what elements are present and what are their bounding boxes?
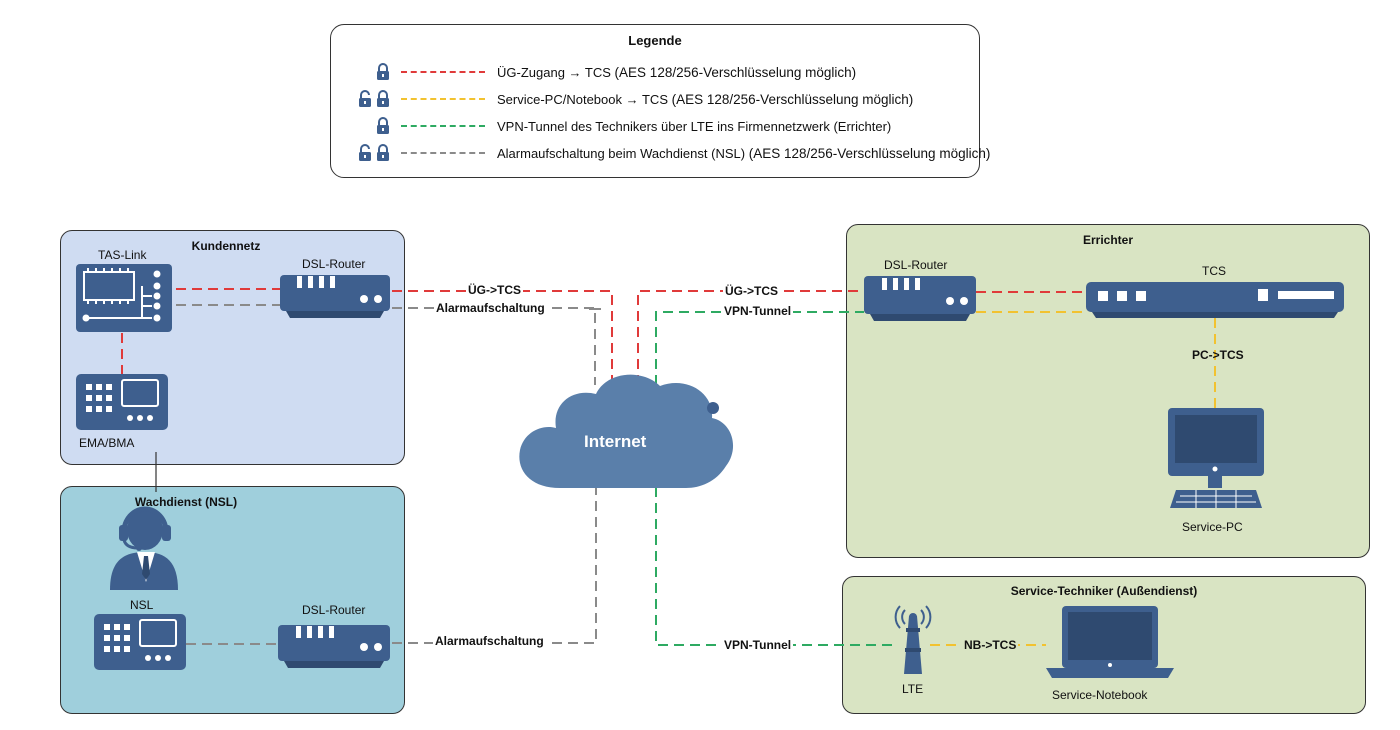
label-nsl: NSL (130, 598, 154, 612)
legend-title: Legende (628, 33, 682, 48)
label-tas-link: TAS-Link (98, 248, 147, 262)
green-line-internet-errichter (655, 311, 864, 385)
legend-item-ug-zugang: ÜG-Zugang → TCS (AES 128/256-Verschlüsse… (353, 61, 856, 83)
legend-text: VPN-Tunnel des Technikers über LTE ins F… (497, 118, 892, 134)
legend-line-red (401, 71, 485, 73)
legend-line-gray (401, 152, 485, 154)
lock-open-icon (359, 144, 371, 161)
label-dsl-router-kunde: DSL-Router (302, 257, 366, 271)
label-dsl-router-errichter: DSL-Router (884, 258, 948, 272)
label-ug-tcs-left: ÜG->TCS (466, 283, 524, 297)
gray-line-router-internet (392, 307, 596, 385)
label-service-notebook: Service-Notebook (1052, 688, 1148, 702)
dsl-router-kunde-icon (280, 275, 390, 318)
label-tcs: TCS (1202, 264, 1226, 278)
legend-line-yellow (401, 98, 485, 100)
operator-person-icon (110, 506, 178, 590)
lock-open-icon (359, 90, 371, 107)
legend-item-service-pc: Service-PC/Notebook → TCS (AES 128/256-V… (353, 88, 913, 110)
lte-tower-icon (894, 605, 932, 674)
label-ema-bma: EMA/BMA (79, 436, 135, 450)
label-nb-tcs: NB->TCS (962, 638, 1019, 652)
lock-closed-icon (377, 63, 389, 80)
nsl-device-icon (94, 614, 186, 670)
red-line-router-internet (392, 290, 613, 385)
service-notebook-icon (1046, 606, 1174, 678)
zone-title-errichter: Errichter (1082, 233, 1134, 247)
service-pc-icon (1168, 408, 1264, 508)
zone-wachdienst: Wachdienst (NSL) (60, 486, 405, 714)
lock-icon-group (353, 117, 391, 135)
zone-title-kundennetz: Kundennetz (191, 239, 261, 253)
lock-closed-icon (377, 144, 389, 161)
label-internet: Internet (584, 432, 647, 451)
dsl-router-nsl-icon (278, 625, 390, 668)
label-vpn-bottom: VPN-Tunnel (722, 638, 794, 652)
legend-text: ÜG-Zugang → TCS (AES 128/256-Verschlüsse… (497, 64, 857, 80)
legend-item-alarm: Alarmaufschaltung beim Wachdienst (NSL) … (353, 142, 990, 164)
internet-cloud-icon (519, 374, 734, 488)
legend-line-green (401, 125, 485, 127)
lock-closed-icon (377, 90, 389, 107)
lock-closed-icon (377, 117, 389, 134)
lock-icon-group (353, 63, 391, 81)
label-alarm-top: Alarmaufschaltung (434, 301, 547, 315)
legend-text: Service-PC/Notebook → TCS (AES 128/256-V… (497, 91, 914, 107)
red-line-internet-errichter (637, 290, 864, 385)
legend-text: Alarmaufschaltung beim Wachdienst (NSL) … (497, 145, 991, 161)
gray-line-router-internet-bottom (392, 487, 597, 644)
dsl-router-errichter-icon (864, 276, 976, 321)
label-dsl-router-nsl: DSL-Router (302, 603, 366, 617)
lock-icon-group (353, 90, 391, 108)
tcs-server-icon (1086, 282, 1344, 318)
green-line-internet-lte (655, 487, 898, 646)
label-vpn-top: VPN-Tunnel (722, 304, 794, 318)
zone-title-service-techniker: Service-Techniker (Außendienst) (1010, 584, 1198, 598)
tas-link-icon (76, 264, 172, 332)
lock-icon-group (353, 144, 391, 162)
legend: Legende ÜG-Zugang → TCS (AES 128/256-Ver… (330, 24, 990, 178)
ema-bma-icon (76, 374, 168, 430)
label-service-pc: Service-PC (1182, 520, 1243, 534)
label-ug-tcs-right: ÜG->TCS (723, 284, 781, 298)
legend-item-vpn: VPN-Tunnel des Technikers über LTE ins F… (353, 115, 891, 137)
zone-title-wachdienst: Wachdienst (NSL) (134, 495, 238, 509)
label-pc-tcs: PC->TCS (1192, 348, 1244, 362)
label-alarm-bottom: Alarmaufschaltung (433, 634, 546, 648)
label-lte: LTE (902, 682, 924, 696)
